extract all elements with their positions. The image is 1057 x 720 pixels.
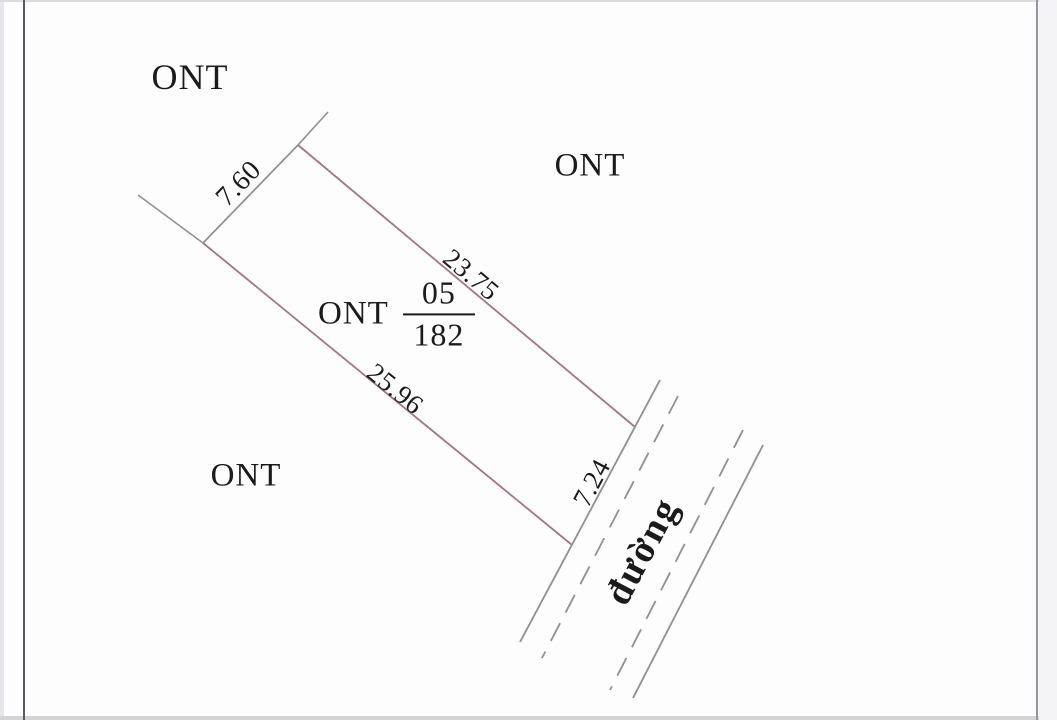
- parcel-id-group: ONT 05 182: [318, 276, 475, 351]
- parcel-zone-label: ONT: [318, 295, 389, 332]
- edge-7-60: [202, 144, 299, 244]
- map-sheet-number: 182: [413, 316, 465, 352]
- road-edge-near: [519, 379, 661, 643]
- road-dash-inner: [541, 395, 679, 659]
- extension-line-west: [137, 194, 204, 244]
- road-edge-far: [632, 444, 764, 699]
- edge-23-75: [297, 144, 636, 428]
- page-border-left: [23, 0, 25, 720]
- zone-label-bottom-left: ONT: [210, 457, 282, 494]
- extension-line-north: [297, 111, 329, 146]
- road-dash-outer: [609, 429, 744, 691]
- page-border-right: [1036, 0, 1038, 720]
- zone-label-top-left: ONT: [151, 57, 229, 97]
- zone-label-top-right: ONT: [554, 147, 626, 184]
- fraction-bar: [402, 313, 475, 315]
- parcel-id-fraction: 05 182: [402, 274, 475, 352]
- parcel-number: 05: [421, 274, 456, 311]
- edge-25-96: [202, 242, 573, 546]
